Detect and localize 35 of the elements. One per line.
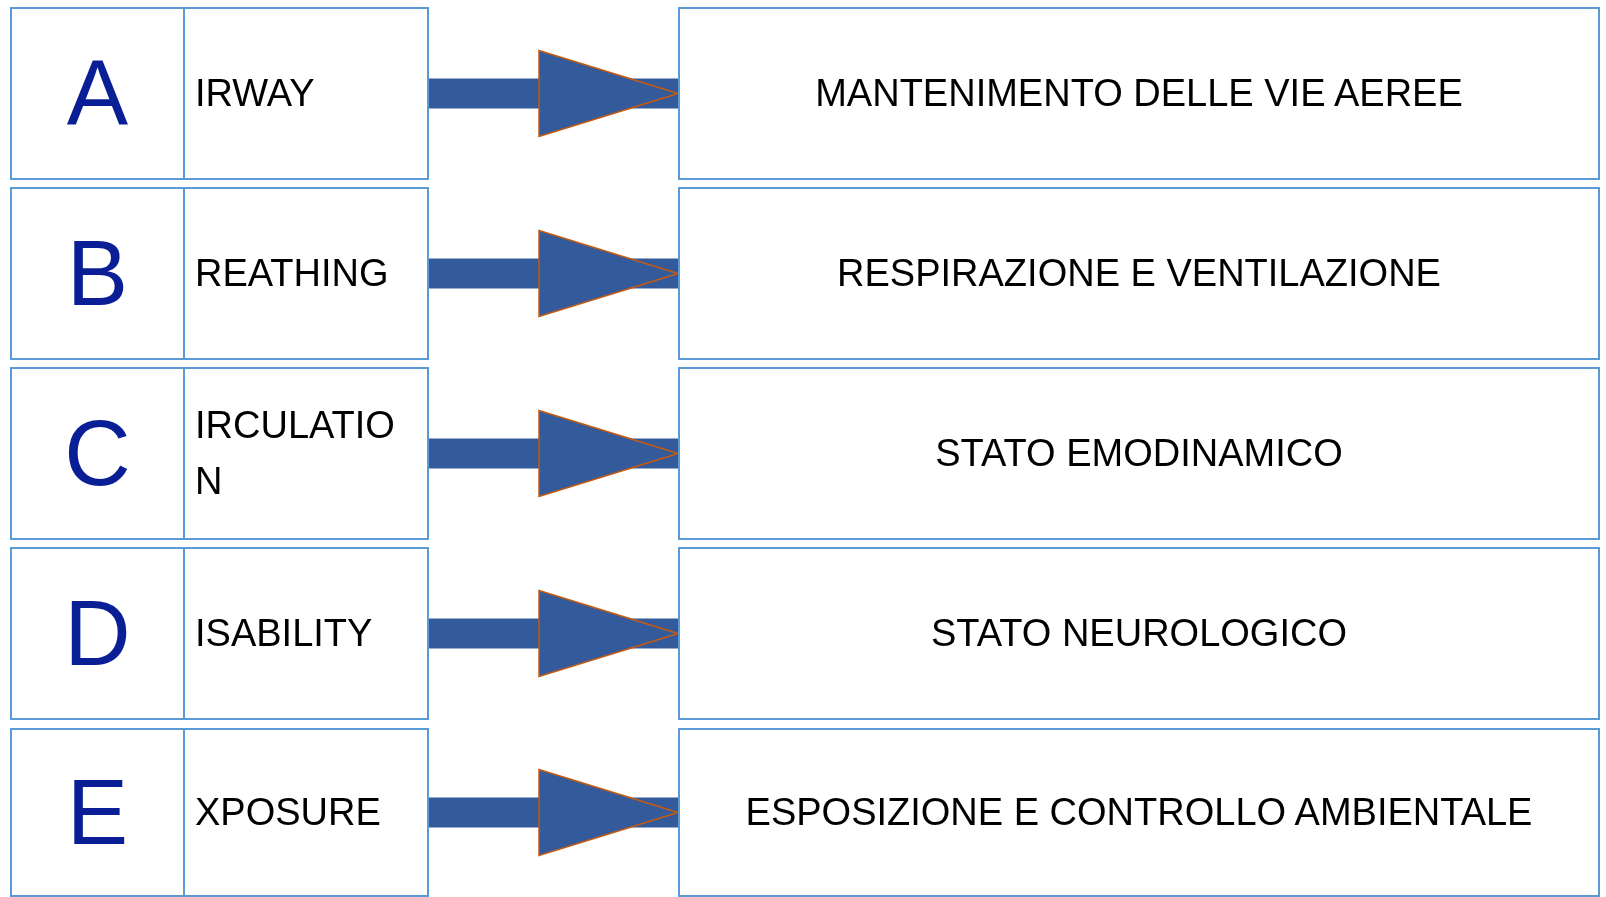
cell-text: IRWAY (195, 70, 316, 116)
description-box (678, 7, 1600, 180)
letter-cell (10, 547, 185, 720)
cell-text: STATO EMODINAMICO (935, 432, 1343, 475)
word-cell (183, 187, 429, 360)
word-cell (183, 7, 429, 180)
cell-text: ESPOSIZIONE E CONTROLLO AMBIENTALE (745, 791, 1533, 834)
cell-text: ISABILITY (195, 610, 374, 656)
letter-label: D (64, 581, 131, 686)
description-box (678, 367, 1600, 540)
cell-text: REATHING (195, 250, 390, 296)
letter-label: E (66, 760, 129, 865)
cell-text: MANTENIMENTO DELLE VIE AEREE (815, 72, 1463, 115)
letter-cell (10, 187, 185, 360)
block-arrow (429, 49, 679, 138)
block-arrow (429, 229, 679, 318)
cell-text: RESPIRAZIONE E VENTILAZIONE (837, 252, 1441, 295)
letter-label: C (64, 401, 131, 506)
letter-cell (10, 728, 185, 897)
word-cell (183, 728, 429, 897)
block-arrow (429, 589, 679, 678)
block-arrow (429, 409, 679, 498)
word-cell (183, 367, 429, 540)
description-box (678, 187, 1600, 360)
cell-text: STATO NEUROLOGICO (931, 612, 1347, 655)
letter-cell (10, 7, 185, 180)
word-cell (183, 547, 429, 720)
description-box (678, 728, 1600, 897)
letter-label: B (66, 221, 129, 326)
cell-text: XPOSURE (195, 789, 382, 835)
block-arrow (429, 768, 679, 857)
letter-label: A (66, 41, 129, 146)
letter-cell (10, 367, 185, 540)
description-box (678, 547, 1600, 720)
cell-text: IRCULATION (195, 403, 396, 504)
